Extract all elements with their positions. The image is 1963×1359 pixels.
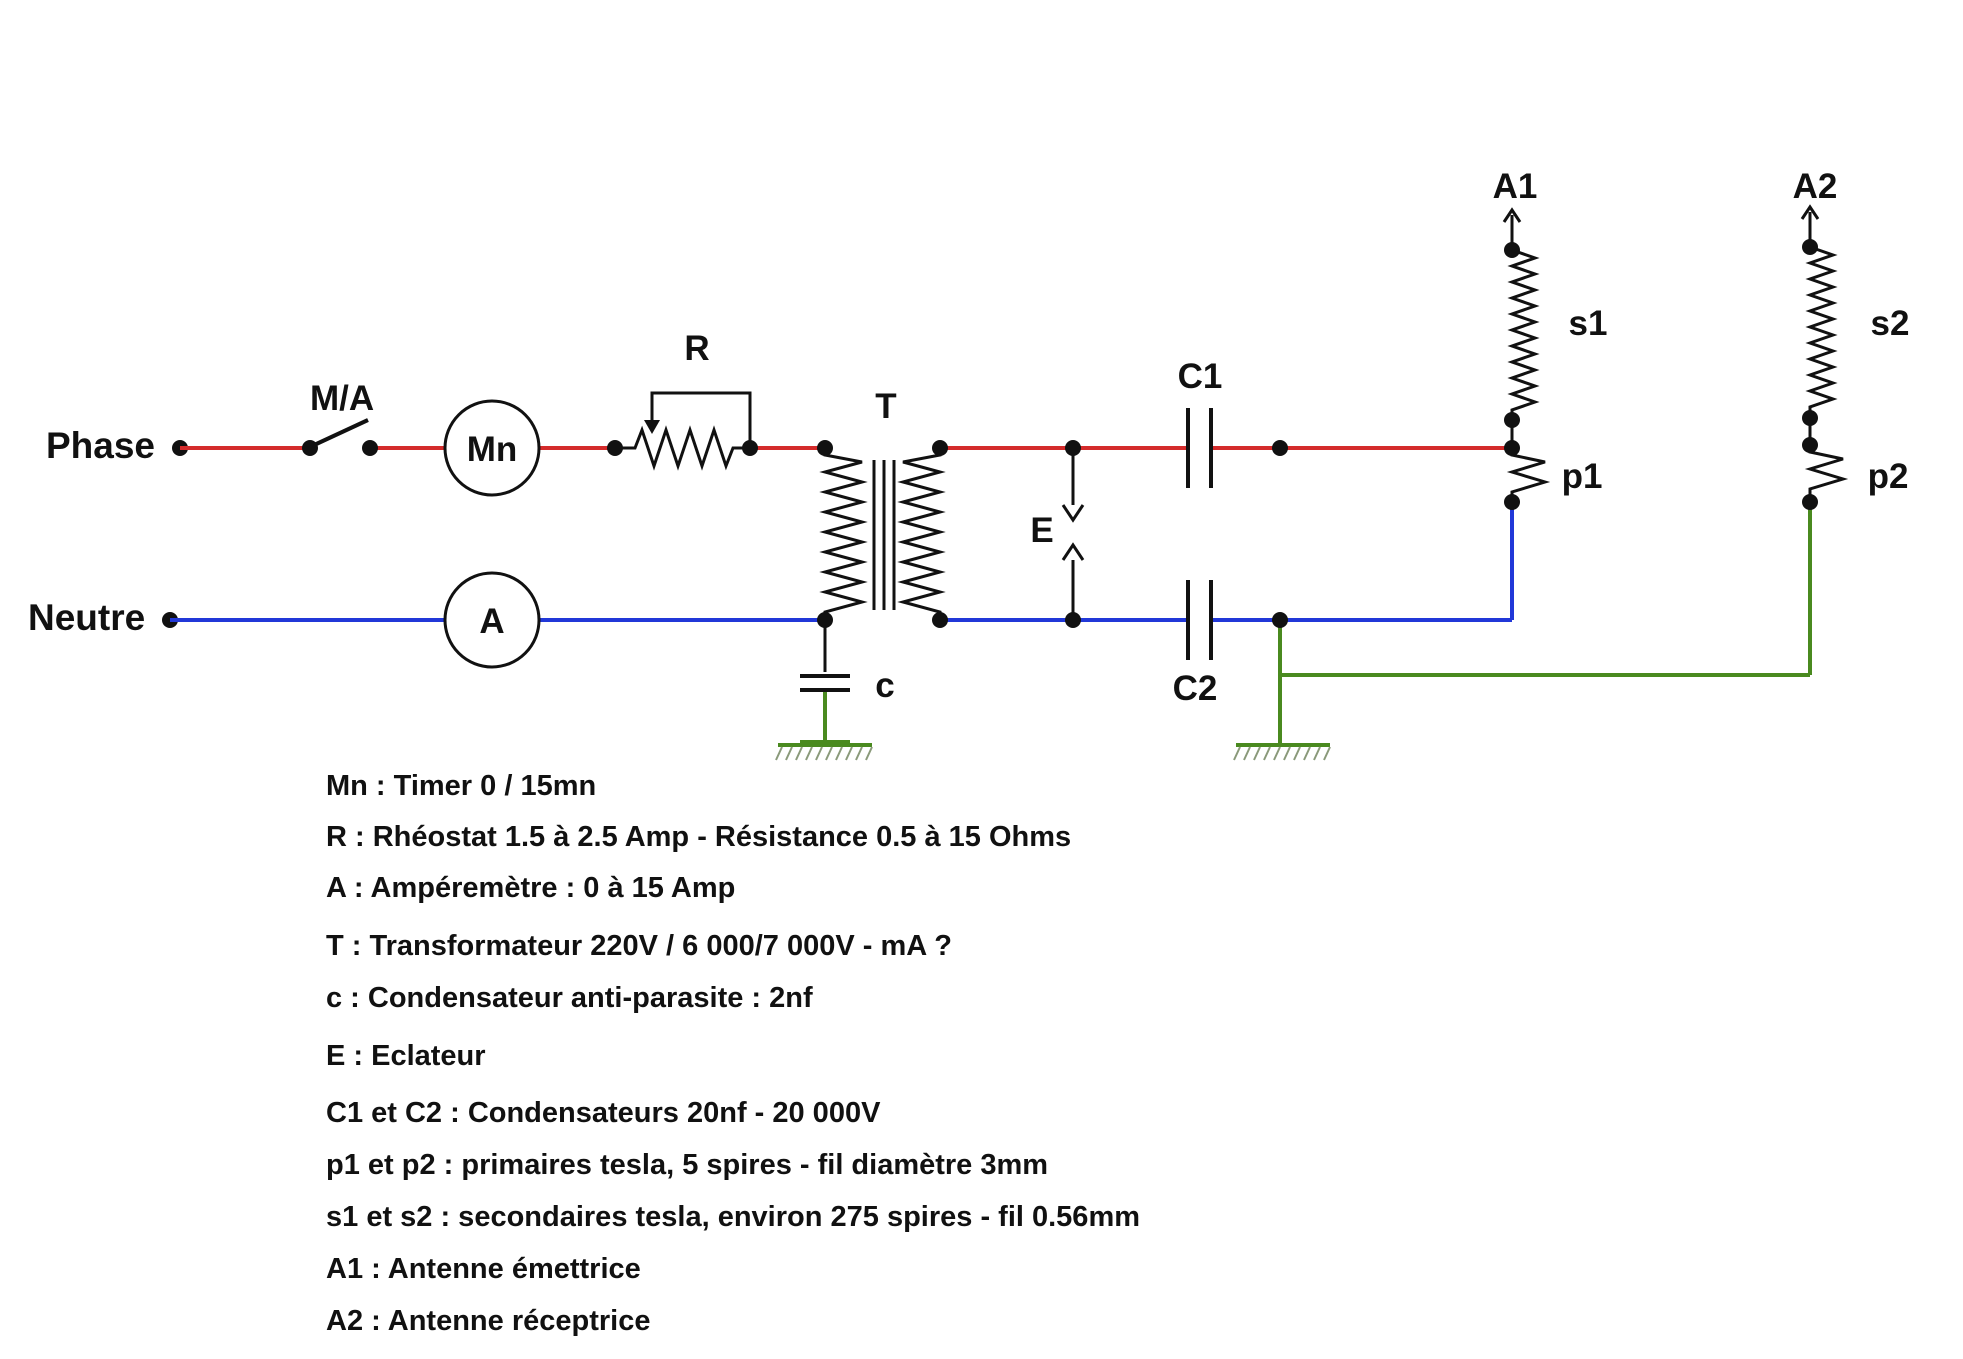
timer-label: Mn [467, 430, 518, 469]
tesla-coil-2: A2 s2 p2 [1793, 167, 1910, 510]
legend-item: Mn : Timer 0 / 15mn [326, 770, 596, 802]
capacitor-c: c [800, 620, 895, 705]
ground-wires [778, 502, 1812, 747]
legend-item: A2 : Antenne réceptrice [326, 1305, 650, 1337]
phase-label: Phase [46, 425, 155, 466]
timer-mn: Mn [443, 399, 541, 497]
tesla-coil-1: A1 s1 p1 [1493, 167, 1608, 510]
antenna1-label: A1 [1493, 167, 1538, 206]
neutre-label: Neutre [28, 597, 145, 638]
capacitor-c-label: c [875, 666, 894, 705]
antenna2-label: A2 [1793, 167, 1838, 206]
ammeter-a: A [443, 571, 541, 669]
capacitor-c2: C2 [1173, 580, 1288, 708]
neutral-wires [170, 502, 1514, 622]
spark-gap-label: E [1030, 511, 1053, 550]
legend-item: s1 et s2 : secondaires tesla, environ 27… [326, 1201, 1140, 1233]
capacitor-c2-label: C2 [1173, 669, 1218, 708]
legend-item: R : Rhéostat 1.5 à 2.5 Amp - Résistance … [326, 821, 1071, 853]
primary2-label: p2 [1868, 457, 1909, 496]
ground-symbol-main [1233, 746, 1331, 761]
legend-item: A1 : Antenne émettrice [326, 1253, 641, 1285]
switch-ma: M/A [302, 379, 378, 456]
legend-item: C1 et C2 : Condensateurs 20nf - 20 000V [326, 1097, 881, 1129]
secondary2-label: s2 [1871, 304, 1910, 343]
ammeter-label: A [479, 602, 504, 641]
legend-item: c : Condensateur anti-parasite : 2nf [326, 982, 813, 1014]
rheostat-r: R [607, 329, 758, 471]
ground-symbol-c [775, 746, 873, 761]
transformer-t: T [817, 387, 948, 628]
rheostat-label: R [684, 329, 709, 368]
secondary1-label: s1 [1569, 304, 1608, 343]
legend-item: A : Ampéremètre : 0 à 15 Amp [326, 872, 735, 904]
spark-gap-e: E [1030, 440, 1085, 628]
primary1-label: p1 [1562, 457, 1603, 496]
legend-item: p1 et p2 : primaires tesla, 5 spires - f… [326, 1149, 1048, 1181]
capacitor-c1: C1 [1178, 357, 1288, 488]
legend-item: E : Eclateur [326, 1040, 486, 1072]
capacitor-c1-label: C1 [1178, 357, 1223, 396]
legend: Mn : Timer 0 / 15mn R : Rhéostat 1.5 à 2… [326, 770, 1140, 1337]
switch-label: M/A [310, 379, 374, 418]
transformer-label: T [875, 387, 896, 426]
legend-item: T : Transformateur 220V / 6 000/7 000V -… [326, 930, 952, 962]
